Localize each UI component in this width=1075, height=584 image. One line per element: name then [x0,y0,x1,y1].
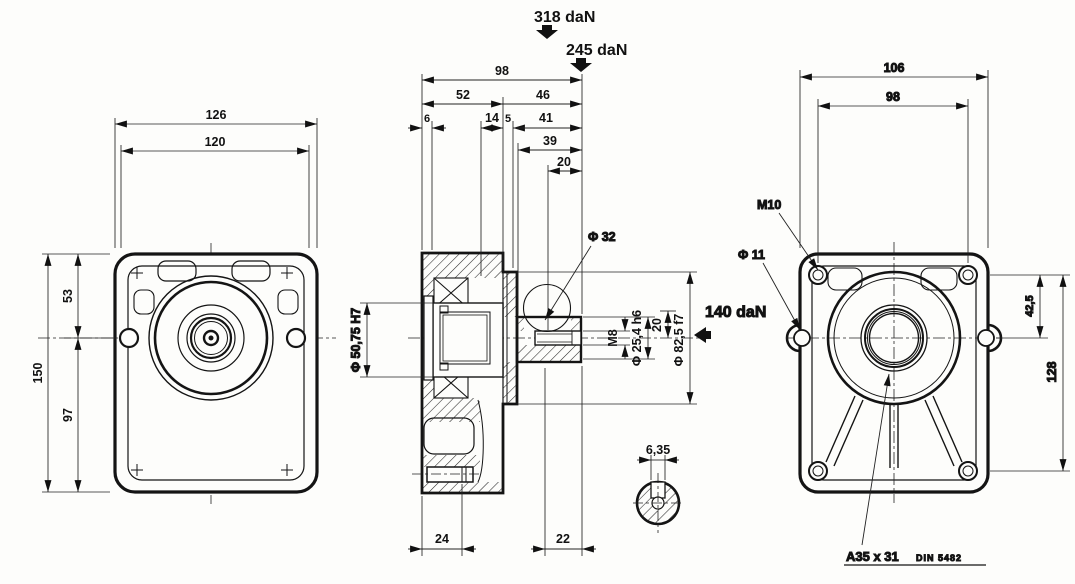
dim-rear-hole-thread: M10 [757,198,781,212]
dim-rear-hole-dia: Φ 11 [738,248,765,262]
dim-section-shaft-dia: Φ 25,4 h6 [630,310,644,366]
dim-section-20: 20 [557,155,571,169]
dim-detail-key-width: 6,35 [646,443,670,457]
rear-dim-lines-right [990,274,1070,472]
section-bore-dim [360,302,436,378]
dim-front-width-inner: 120 [205,135,226,149]
dim-rear-width-outer: 106 [884,61,905,75]
rear-ribs [825,395,963,468]
front-top-slot-left [157,260,197,282]
front-boss-circles [148,275,274,401]
front-side-slot-right [277,289,299,315]
front-side-slot-left [133,289,155,315]
section-dimension-lines [408,76,596,553]
section-circle-32 [522,283,572,333]
rear-dim-lines-top [799,70,989,263]
dim-section-39: 39 [543,134,557,148]
section-circle32-label: Φ 32 [544,230,616,321]
dim-section-vert20: 20 [650,318,664,332]
dim-section-41: 41 [539,111,553,125]
dim-section-thread: M8 [606,329,620,346]
section-bore [432,302,504,378]
section-m8-hole [534,330,582,346]
dim-section-circle-dia: Φ 32 [588,230,616,244]
dim-section-pilot-dia: Φ 82,5 f7 [672,314,686,367]
dim-section-22: 22 [556,532,570,546]
front-dimension-lines [42,118,318,493]
rear-view: M10 Φ 11 106 98 42,5 128 A35 x 31 DIN 54… [738,61,1070,566]
section-casting-curve [477,399,484,483]
rear-centerlines [786,242,1002,503]
front-ear-hole-right [285,327,307,349]
force-down1-arrow-icon [536,25,558,39]
dim-rear-width-holes: 98 [886,90,900,104]
spline-standard: DIN 5482 [916,553,962,563]
force-down2-label: 245 daN [566,42,627,59]
rear-hole-labels: M10 Φ 11 [738,198,819,331]
section-stud [412,466,480,483]
dim-section-14: 14 [485,111,499,125]
section-shaft-dims [517,271,697,405]
dim-section-overall: 98 [495,64,509,78]
force-side-arrow-icon [694,327,711,343]
front-top-slot-right [231,260,271,282]
section-sleeve [439,311,491,365]
rear-boss-circles [826,270,962,406]
detail-dim-lines [637,455,679,480]
force-down1-label: 318 daN [534,9,595,26]
section-view: 98 52 46 6 14 5 41 39 20 24 22 Φ 50,75 H… [349,64,767,556]
spline-code: A35 x 31 [846,549,899,564]
rear-corner-holes [808,265,978,481]
section-lower-chamber [423,417,475,455]
front-corner-marks [131,267,293,476]
dim-section-wall: 6 [424,113,430,125]
section-nub-top [439,305,449,314]
dim-front-height-top: 53 [61,289,75,303]
force-down2-arrow-icon [570,58,592,72]
dim-front-width-outer: 126 [206,108,227,122]
dim-section-5: 5 [505,113,511,125]
rear-ear-hole-right [977,329,995,347]
dim-section-bore-dia: Φ 50,75 H7 [349,308,363,373]
rear-ear-hole-left [793,329,811,347]
force-annotations: 318 daN 245 daN [534,9,627,72]
force-side-label: 140 daN [705,304,766,321]
section-sleeve-inner [442,314,488,362]
front-inner-contour [127,265,305,481]
front-ear-hole-left [118,327,140,349]
shaft-end-detail: 6,35 [633,443,683,533]
dim-front-height-bottom: 97 [61,408,75,422]
dim-section-shaft-side: 46 [536,88,550,102]
dim-section-body: 52 [456,88,470,102]
force-side: 140 daN [694,304,767,343]
dim-rear-height-holes: 128 [1045,362,1059,383]
dim-front-height-total: 150 [31,363,45,384]
section-extension-lines [421,74,583,556]
dim-section-24: 24 [435,532,449,546]
detail-centerlines [633,473,683,533]
section-cover-plate [423,295,434,381]
front-view: 126 120 150 53 97 [31,108,336,504]
spline-note: A35 x 31 DIN 5482 [844,373,986,566]
dim-rear-height-top: 42,5 [1024,295,1036,316]
section-nub-bottom [439,362,449,371]
front-flange-outline [113,252,319,494]
